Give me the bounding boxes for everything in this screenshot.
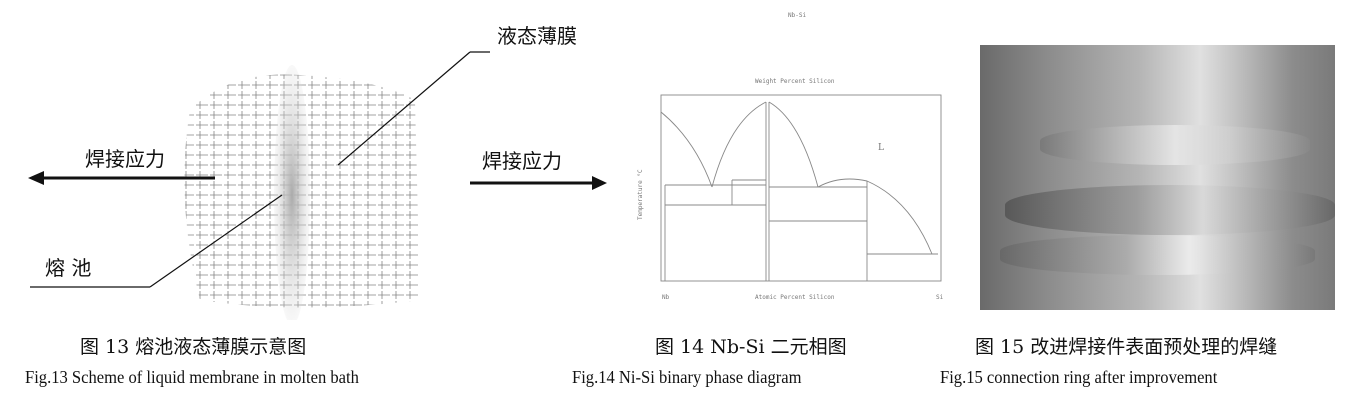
fig14-caption-en: Fig.14 Ni-Si binary phase diagram bbox=[572, 367, 802, 387]
bottom-axis-label: Atomic Percent Silicon bbox=[755, 294, 835, 301]
y-axis-label: Temperature °C bbox=[637, 169, 644, 220]
liquid-membrane-label: 液态薄膜 bbox=[497, 24, 577, 48]
welding-stress-label-right: 焊接应力 bbox=[482, 149, 562, 173]
diagram-title: Nb-Si bbox=[788, 12, 806, 19]
nb-si-phase-diagram: Nb-Si Weight Percent Silicon Atomic Perc… bbox=[637, 12, 944, 301]
si-label: Si bbox=[936, 294, 944, 301]
fig15-caption-en: Fig.15 connection ring after improvement bbox=[940, 367, 1218, 387]
fig13-caption-en: Fig.13 Scheme of liquid membrane in molt… bbox=[25, 367, 359, 387]
fig13-caption-zh: 图 13 熔池液态薄膜示意图 bbox=[80, 336, 307, 358]
welding-stress-label-left: 焊接应力 bbox=[85, 147, 165, 171]
fig14-caption-zh: 图 14 Nb-Si 二元相图 bbox=[655, 336, 847, 358]
liquid-label: L bbox=[878, 143, 884, 153]
nb-label: Nb bbox=[662, 294, 670, 301]
weld-pool-sketch bbox=[28, 51, 607, 320]
weld-photo bbox=[980, 45, 1335, 310]
top-axis-label: Weight Percent Silicon bbox=[755, 78, 835, 85]
molten-pool-label: 熔 池 bbox=[45, 256, 92, 280]
fig15-caption-zh: 图 15 改进焊接件表面预处理的焊缝 bbox=[975, 336, 1278, 358]
